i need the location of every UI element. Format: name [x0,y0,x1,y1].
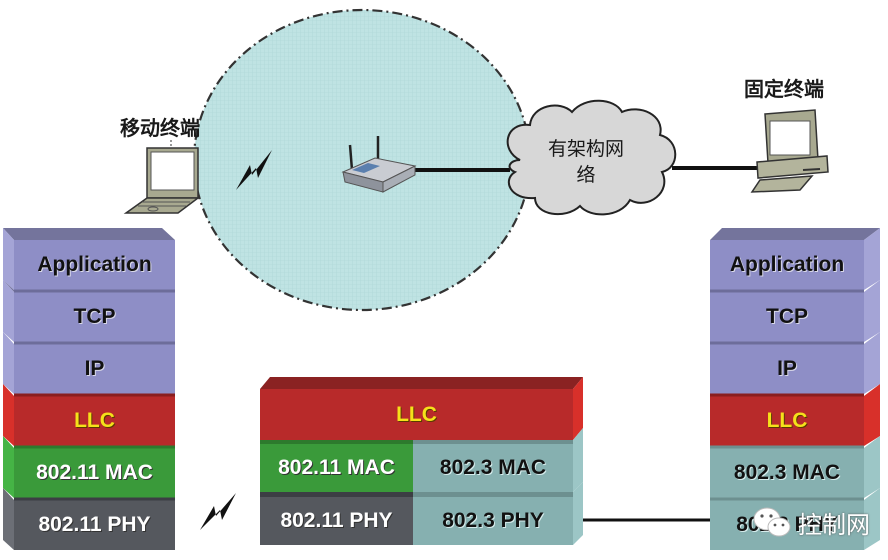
wired-network-label-line2: 络 [576,164,596,186]
left-layer-application: Application [37,253,152,276]
middle-layer-ethernet-mac: 802.3 MAC [439,456,547,479]
middle-layer-wifi-mac: 802.11 MAC [278,456,395,479]
middle-stack-blocks [260,377,583,545]
left-layer-mac: 802.11 MAC [36,461,153,484]
watermark: 控制网 [752,505,870,540]
wechat-icon [753,507,791,536]
wireless-signal-icon [236,150,272,190]
middle-layer-ethernet-phy: 802.3 PHY [442,509,544,532]
left-layer-llc: LLC [74,409,115,432]
left-layer-phy: 802.11 PHY [38,513,151,536]
left-layer-tcp: TCP [73,305,116,328]
fixed-terminal-label: 固定终端 [744,77,824,101]
middle-layer-llc: LLC [396,402,437,426]
cloud-icon [506,99,677,216]
desktop-pc-icon [750,109,829,193]
watermark-text: 控制网 [798,511,870,539]
right-layer-llc: LLC [766,409,808,432]
mobile-terminal-label: 移动终端 [120,116,200,140]
right-layer-application: Application [729,253,845,276]
access-point-icon [341,136,417,193]
laptop-icon [123,140,201,214]
wired-network-label: 有架构网 络 [536,136,636,188]
right-layer-mac: 802.3 MAC [733,461,841,484]
middle-layer-wifi-phy: 802.11 PHY [280,509,393,532]
right-stack-blocks [710,228,880,550]
left-stack-blocks [3,228,175,550]
wireless-signal-icon [200,493,236,530]
wired-network-label-line1: 有架构网 [547,138,624,160]
right-layer-ip: IP [777,357,797,380]
right-layer-tcp: TCP [766,305,808,328]
left-layer-ip: IP [84,357,105,380]
